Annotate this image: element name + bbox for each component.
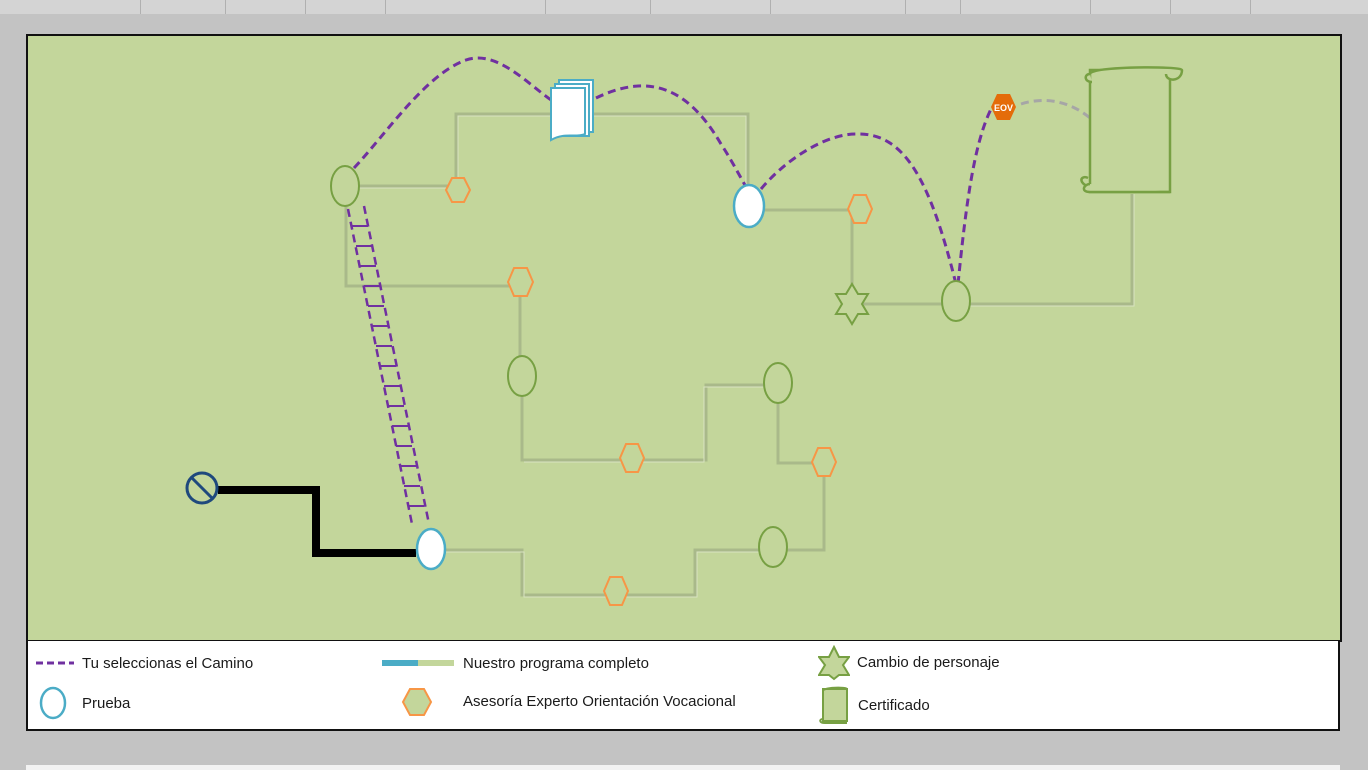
node-right-mid	[763, 362, 793, 404]
dashed-line-icon	[36, 661, 74, 665]
hexagon-2	[506, 267, 535, 297]
node-final	[941, 280, 971, 322]
legend-character-label: Cambio de personaje	[857, 654, 1000, 671]
test-nodes	[415, 183, 766, 571]
start-path	[218, 486, 416, 557]
legend: Tu seleccionas el Camino Nuestro program…	[26, 641, 1340, 731]
test-node-top	[732, 183, 766, 229]
bottom-strip	[26, 765, 1340, 770]
node-bottom-right	[758, 526, 788, 568]
legend-advisor-label: Asesoría Experto Orientación Vocacional	[463, 693, 736, 710]
start-icon	[185, 471, 219, 505]
star-icon	[818, 645, 850, 681]
program-bar-icon	[382, 660, 454, 666]
advisor-hexagons	[444, 177, 874, 606]
node-mid	[507, 355, 537, 397]
hexagon-1	[444, 177, 472, 203]
window-top-strip	[0, 0, 1368, 14]
node-start-top	[330, 165, 360, 207]
hexagon-6	[602, 576, 630, 606]
test-node-bottom	[415, 527, 447, 571]
hexagon-icon	[401, 688, 433, 716]
ladder-path	[346, 205, 431, 525]
pathway-diagram: EOV	[26, 34, 1342, 642]
eov-badge: EOV	[991, 94, 1016, 120]
legend-path-label: Tu seleccionas el Camino	[82, 655, 254, 672]
scroll-icon	[819, 686, 848, 724]
certificate-scroll-icon	[1080, 66, 1184, 194]
legend-program-label: Nuestro programa completo	[463, 655, 649, 672]
character-change-star	[834, 282, 870, 326]
hexagon-4	[618, 443, 646, 473]
test-circle-icon	[39, 686, 67, 720]
certificate-connector	[1020, 99, 1091, 120]
documents-icon	[550, 79, 594, 142]
legend-test-label: Prueba	[82, 695, 131, 712]
hexagon-3	[846, 194, 874, 224]
green-nodes	[330, 165, 971, 568]
eov-badge-label: EOV	[994, 103, 1013, 113]
legend-certificate-label: Certificado	[858, 697, 930, 714]
selected-path	[352, 56, 993, 285]
hexagon-5	[810, 447, 838, 477]
